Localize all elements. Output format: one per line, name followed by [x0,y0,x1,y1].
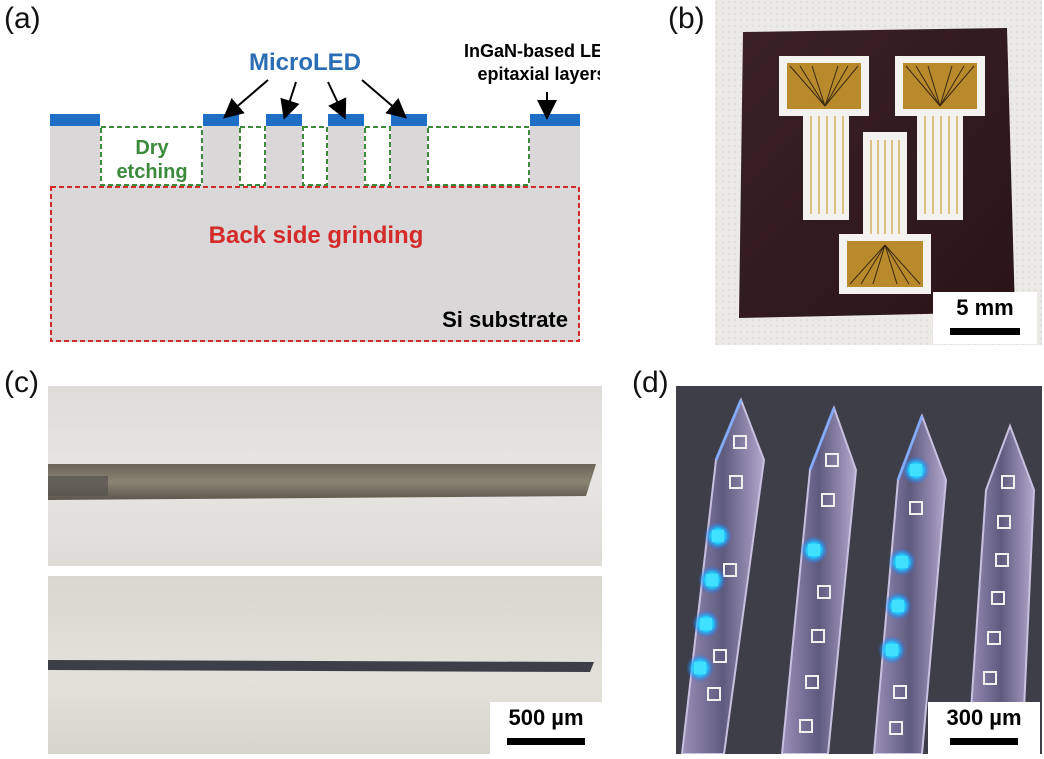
probe-bottom [839,132,931,294]
microled [391,114,427,126]
panel-b-scalebar: 5 mm [933,292,1037,344]
panel-b-letter: (b) [668,2,705,35]
panel-a-schematic: MicroLED InGaN-based LED epitaxial layer… [50,41,600,342]
panel-c-scale-label: 500 µm [508,705,584,730]
dry-etching-label-line1: Dry [135,137,169,159]
panel-c-letter: (c) [4,366,39,399]
microled-arrows [222,79,557,120]
microled [203,114,239,126]
panel-d-photo: 300 µm [676,386,1042,754]
si-substrate-label: Si substrate [442,307,568,332]
panel-d-letter: (d) [632,366,669,399]
back-side-grinding-region [50,186,580,342]
panel-c-bottom-photo: 500 µm [48,576,602,754]
microled [328,114,364,126]
microled [266,114,302,126]
dry-etch-region [364,126,391,186]
panel-d-scale-line [950,738,1018,745]
epi-label-line2: epitaxial layers [477,64,600,84]
thick-probe-shank [48,464,596,500]
probe-left [779,56,869,220]
probe-right [895,56,985,220]
dry-etch-region [427,126,530,186]
dry-etching-label-line2: etching [116,161,187,183]
shank-1 [680,397,766,754]
dry-etching-regions [100,126,530,186]
pillar [328,122,364,186]
microled-label: MicroLED [249,49,361,76]
thin-probe-shank [48,660,594,672]
dry-etch-region [100,126,203,186]
panel-c-scalebar: 500 µm [490,702,602,754]
grinding-label: Back side grinding [209,222,424,249]
dry-etch-region [239,126,266,186]
shank-3 [872,413,948,754]
panel-b-scale-line [950,328,1020,335]
panel-b-photo: 5 mm [715,0,1042,345]
dry-etch-region [302,126,328,186]
panel-c-top-photo [48,386,602,566]
chip-photo [715,0,1042,345]
panel-d-scale-label: 300 µm [946,705,1022,730]
si-substrate [50,185,580,342]
shank-4 [966,423,1036,754]
pillar [391,122,427,186]
shank-2 [780,405,858,754]
panel-a-letter: (a) [4,2,41,35]
pillar [50,122,100,186]
panel-c-scale-line [507,738,585,745]
panel-b-scale-label: 5 mm [956,295,1014,320]
epi-label-line1: InGaN-based LED [464,41,600,61]
panel-d-scalebar: 300 µm [928,702,1040,754]
led-layer [530,114,580,126]
led-layer [50,114,100,126]
pillar [203,122,239,186]
microled-probes-photo [680,397,1036,754]
pillar [266,122,302,186]
pillar [530,122,580,186]
